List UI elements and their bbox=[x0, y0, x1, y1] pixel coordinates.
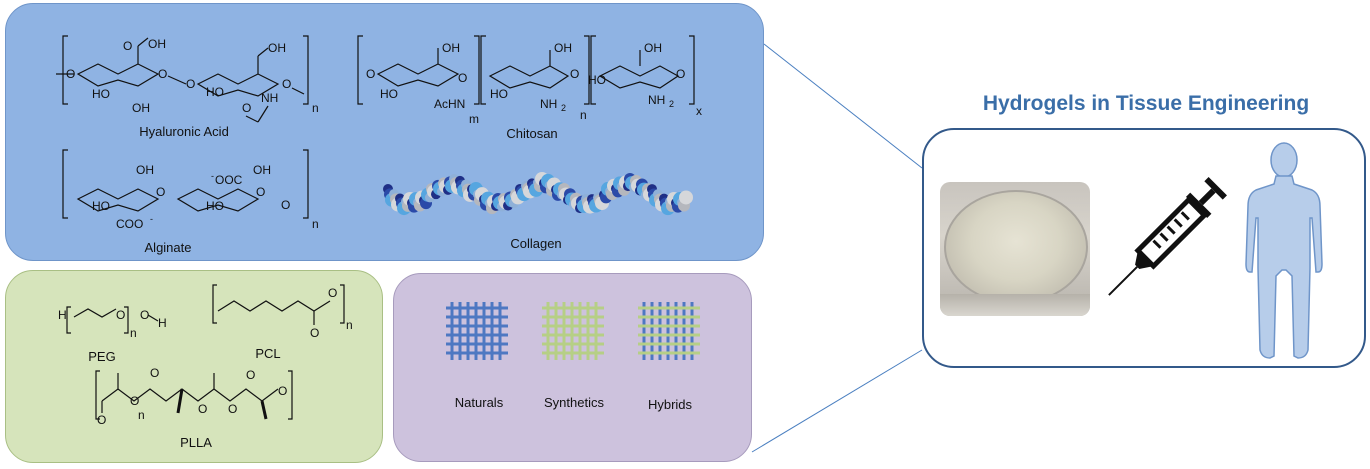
label-alginate: Alginate bbox=[144, 240, 192, 255]
chitosan-structure: O HO AcHN OH O HO NH 2 OH O HO NH 2 OH O… bbox=[357, 35, 702, 126]
svg-text:O: O bbox=[246, 368, 255, 382]
svg-text:OOC: OOC bbox=[215, 173, 243, 187]
hydrogel-types-panel: Naturals Synthetics Hybrids bbox=[393, 273, 752, 462]
svg-text:n: n bbox=[138, 408, 145, 422]
svg-text:HO: HO bbox=[92, 87, 110, 101]
collagen-helix-model bbox=[383, 172, 693, 216]
svg-text:HO: HO bbox=[206, 199, 224, 213]
svg-text:O: O bbox=[140, 308, 149, 322]
svg-text:HO: HO bbox=[588, 73, 606, 87]
svg-text:O: O bbox=[156, 185, 165, 199]
svg-text:-: - bbox=[211, 171, 214, 181]
svg-text:O: O bbox=[256, 185, 265, 199]
svg-text:AcHN: AcHN bbox=[434, 97, 465, 111]
svg-text:O: O bbox=[116, 308, 125, 322]
label-chitosan: Chitosan bbox=[506, 126, 558, 141]
svg-text:O: O bbox=[97, 413, 106, 427]
label-peg: PEG bbox=[88, 349, 116, 364]
hyaluronic-acid-structure: O HO OH O OH O O HO OH NH O O n bbox=[56, 35, 319, 123]
svg-text:O: O bbox=[228, 402, 237, 416]
svg-text:OH: OH bbox=[253, 163, 271, 177]
svg-text:n: n bbox=[580, 108, 587, 122]
syringe-icon bbox=[1108, 177, 1227, 296]
svg-text:n: n bbox=[346, 318, 353, 332]
label-collagen: Collagen bbox=[510, 236, 562, 251]
svg-text:HO: HO bbox=[92, 199, 110, 213]
svg-text:2: 2 bbox=[669, 99, 674, 109]
connector-bottom bbox=[751, 349, 923, 453]
mesh-icons bbox=[446, 302, 700, 360]
svg-text:O: O bbox=[130, 394, 139, 408]
svg-text:O: O bbox=[366, 67, 375, 81]
svg-text:O: O bbox=[242, 101, 251, 115]
collagen-atom bbox=[679, 190, 693, 205]
peg-structure: H O n O H bbox=[58, 306, 167, 340]
svg-text:O: O bbox=[278, 384, 287, 398]
application-panel bbox=[922, 128, 1366, 368]
naturals-mesh-icon bbox=[446, 302, 508, 360]
svg-text:O: O bbox=[282, 77, 291, 91]
synthetic-structures: H O n O H O O n O O O n bbox=[58, 284, 353, 427]
svg-text:O: O bbox=[186, 77, 195, 91]
svg-text:NH: NH bbox=[261, 91, 278, 105]
alginate-structure: HO OH O COO - HO - OOC OH O O n bbox=[62, 149, 319, 231]
svg-text:m: m bbox=[469, 112, 479, 126]
svg-text:O: O bbox=[676, 67, 685, 81]
connector-top bbox=[763, 43, 923, 169]
svg-text:2: 2 bbox=[561, 103, 566, 113]
svg-text:OH: OH bbox=[132, 101, 150, 115]
svg-text:OH: OH bbox=[644, 41, 662, 55]
svg-text:x: x bbox=[696, 104, 702, 118]
svg-text:n: n bbox=[312, 101, 319, 115]
svg-text:OH: OH bbox=[136, 163, 154, 177]
svg-text:O: O bbox=[310, 326, 319, 340]
svg-text:O: O bbox=[158, 67, 167, 81]
svg-text:O: O bbox=[123, 39, 132, 53]
svg-text:O: O bbox=[66, 67, 75, 81]
svg-text:O: O bbox=[281, 198, 290, 212]
svg-text:HO: HO bbox=[206, 85, 224, 99]
hydrogel-dish-photo bbox=[940, 182, 1090, 316]
svg-text:H: H bbox=[158, 316, 167, 330]
natural-structures: O HO OH O OH O O HO OH NH O O n bbox=[56, 35, 702, 231]
label-plla: PLLA bbox=[180, 435, 212, 450]
svg-text:H: H bbox=[58, 308, 67, 322]
natural-polymers-panel: O HO OH O OH O O HO OH NH O O n bbox=[5, 3, 764, 261]
svg-text:NH: NH bbox=[648, 93, 665, 107]
svg-text:NH: NH bbox=[540, 97, 557, 111]
plla-structure: O O O n O O O O bbox=[95, 366, 293, 427]
svg-text:n: n bbox=[312, 217, 319, 231]
svg-text:n: n bbox=[130, 326, 137, 340]
label-naturals: Naturals bbox=[454, 395, 504, 410]
hybrids-mesh-icon bbox=[638, 302, 700, 360]
svg-text:O: O bbox=[570, 67, 579, 81]
svg-text:O: O bbox=[328, 286, 337, 300]
svg-text:OH: OH bbox=[554, 41, 572, 55]
label-hybrids: Hybrids bbox=[647, 397, 693, 412]
svg-text:OH: OH bbox=[268, 41, 286, 55]
pcl-structure: O O n bbox=[212, 284, 353, 340]
svg-text:HO: HO bbox=[490, 87, 508, 101]
svg-text:O: O bbox=[150, 366, 159, 380]
synthetic-polymers-panel: H O n O H O O n O O O n bbox=[5, 270, 383, 463]
human-body-icon bbox=[1245, 142, 1323, 359]
label-synthetics: Synthetics bbox=[544, 395, 604, 410]
main-title: Hydrogels in Tissue Engineering bbox=[982, 92, 1310, 115]
svg-text:O: O bbox=[458, 71, 467, 85]
svg-text:OH: OH bbox=[148, 37, 166, 51]
svg-text:HO: HO bbox=[380, 87, 398, 101]
label-pcl: PCL bbox=[255, 346, 281, 361]
svg-text:O: O bbox=[198, 402, 207, 416]
svg-text:OH: OH bbox=[442, 41, 460, 55]
svg-text:COO: COO bbox=[116, 217, 143, 231]
svg-text:-: - bbox=[150, 214, 153, 224]
synthetics-mesh-icon bbox=[542, 302, 604, 360]
label-hyaluronic-acid: Hyaluronic Acid bbox=[139, 124, 229, 139]
